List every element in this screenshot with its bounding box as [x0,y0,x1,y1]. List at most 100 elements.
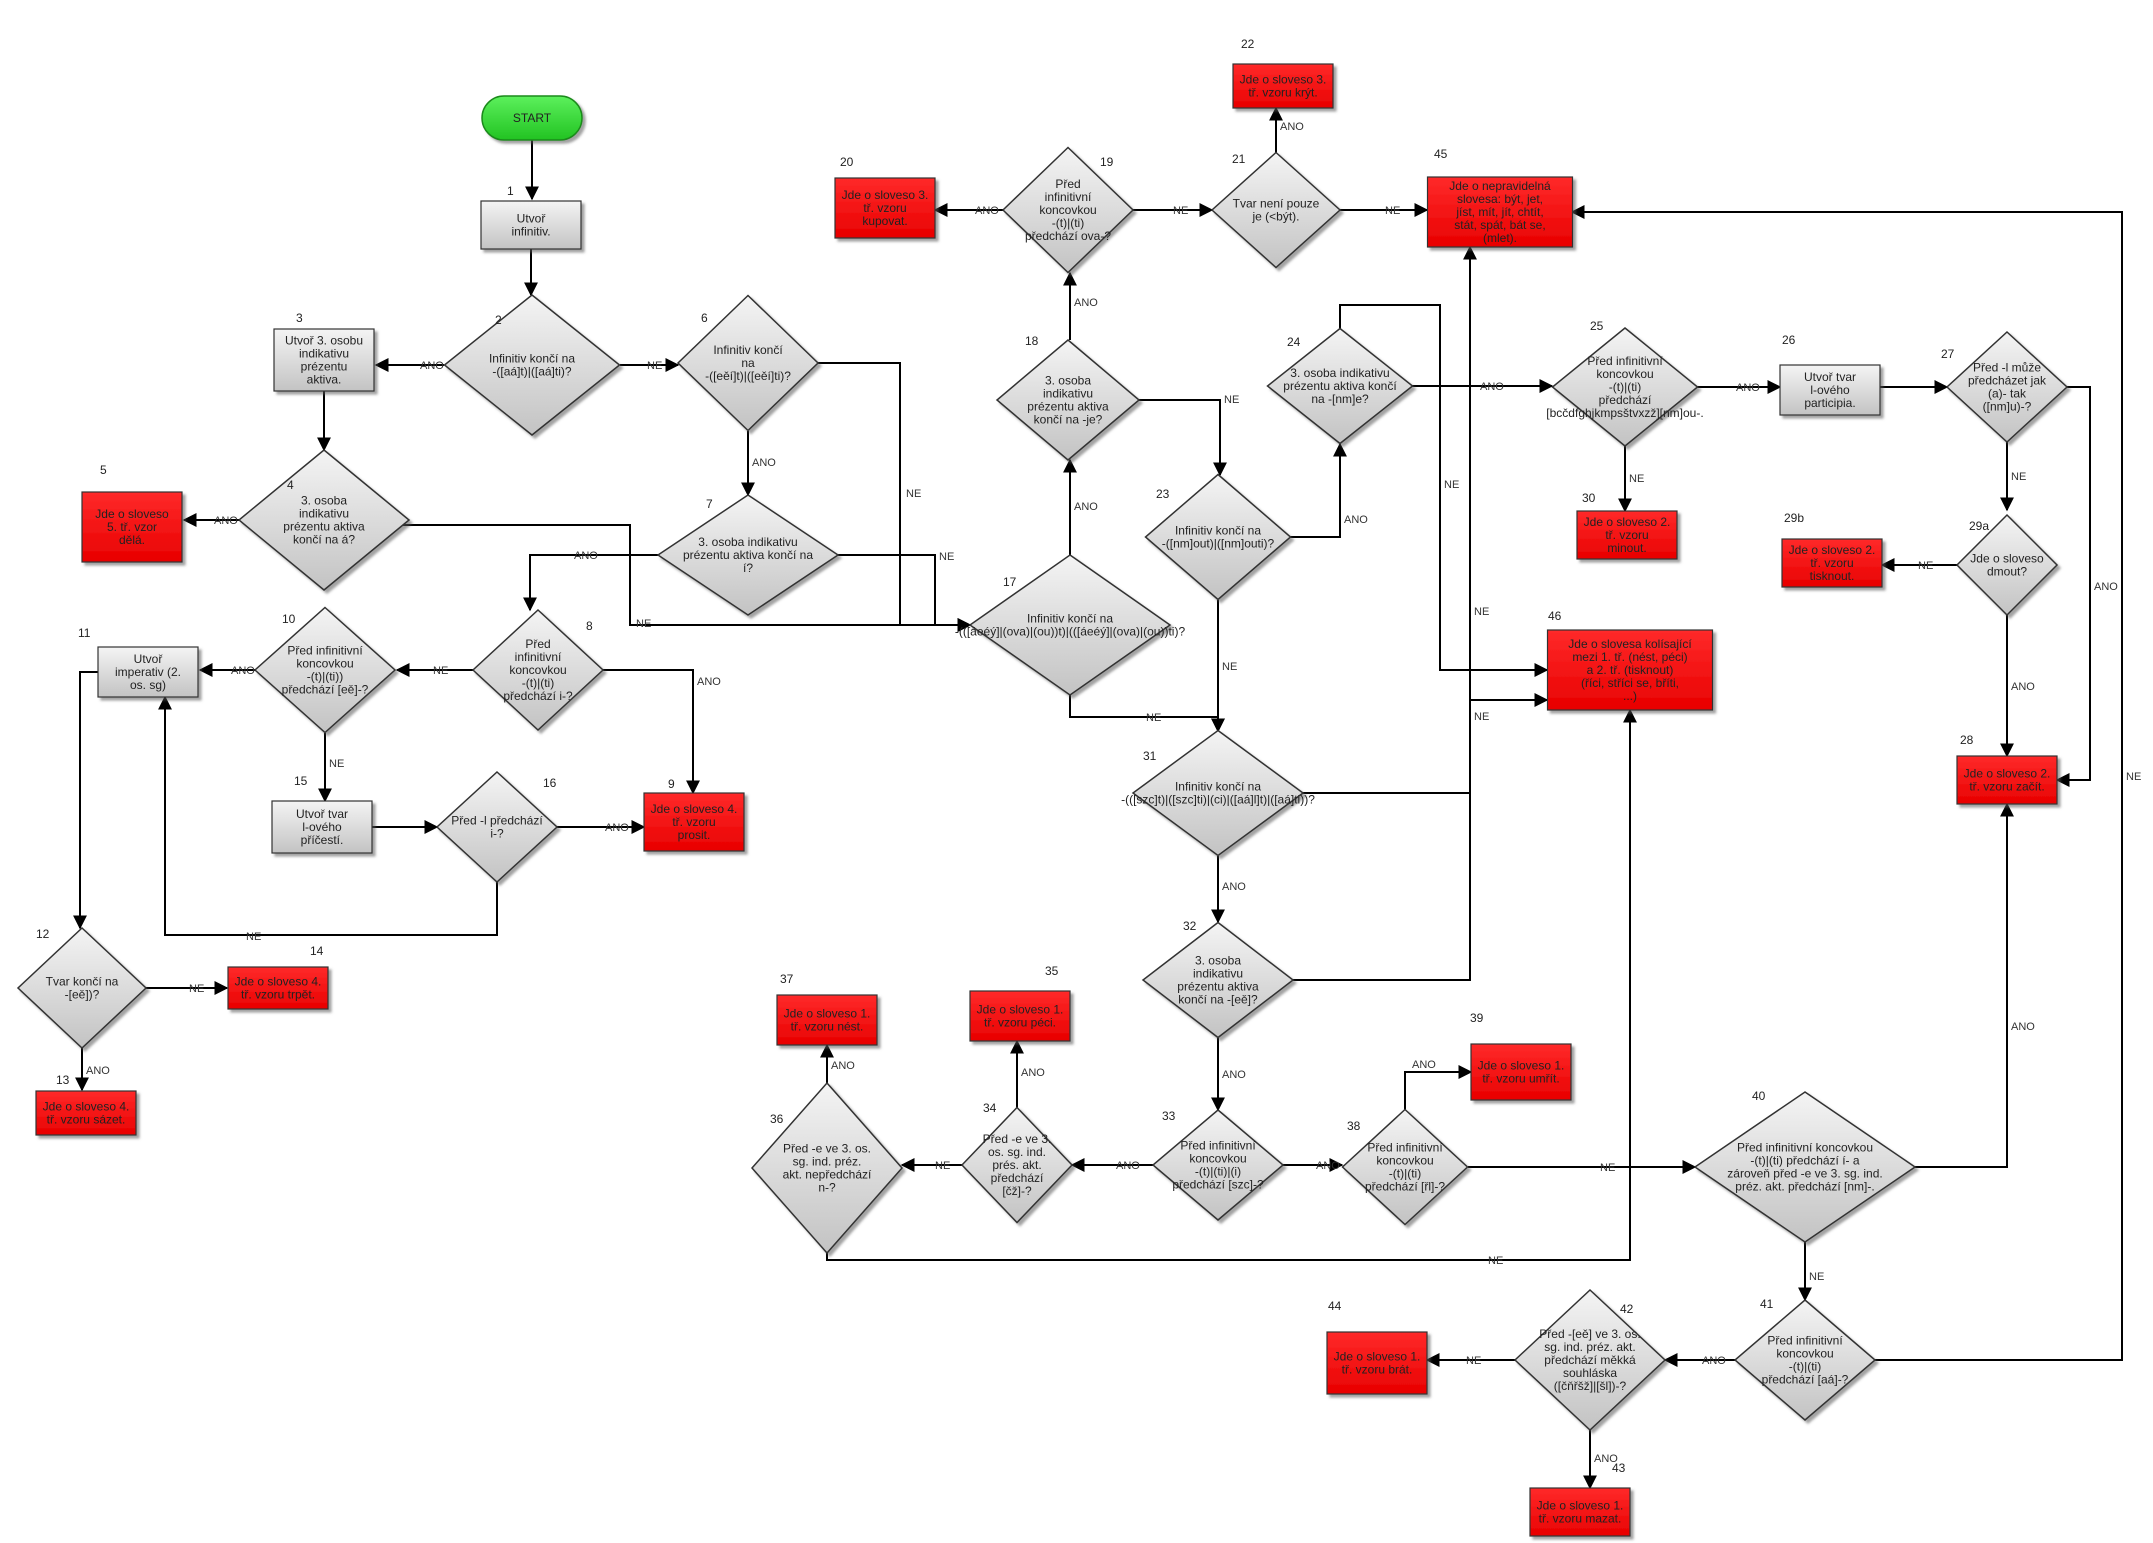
node-number: 5 [100,463,107,477]
edge-label-ne: NE [906,488,921,500]
node-number: 31 [1143,749,1157,763]
node-17: Infinitiv končí na-(([áeéý]|(ova)|(ou))t… [955,554,1185,696]
result-box-shape [1326,1331,1428,1395]
edge-arrow [818,362,972,632]
edge-arrow [1570,205,2123,1361]
result-box-shape [969,990,1071,1042]
result-box-shape [1576,510,1678,560]
decision-shape [1955,513,2059,617]
node-number: 3 [296,311,303,325]
edge-arrow [2055,386,2091,787]
edge-label-ne: NE [2126,771,2141,783]
decision-shape [16,926,148,1050]
edge-label-ne: NE [1173,205,1188,217]
decision-shape [1131,729,1305,857]
node-number: 41 [1760,1297,1774,1311]
edge-label-ne: NE [1629,473,1644,485]
node-number: 21 [1232,152,1246,166]
edge-label-ne: NE [189,983,204,995]
edge-label-ano: ANO [1316,1160,1340,1172]
node-31: Infinitiv končí na-(([szc]t)|([szc]ti)|(… [1121,729,1315,857]
decision-shape [750,1081,904,1255]
result-box-shape [1781,538,1883,588]
edge-label-ano: ANO [752,457,776,469]
decision-shape [1693,1091,1917,1243]
node-label: Před -e ve 3.os. sg. ind.prés. akt.předc… [983,1132,1052,1198]
edge-label-ne: NE [1488,1255,1503,1267]
node-label: Jde o sloveso 1.tř. vzoru péci. [977,1003,1064,1030]
edge-arrow [1303,245,1477,794]
decision-shape [1141,921,1295,1039]
edge-arrow [826,708,1637,1261]
edge-label-ano: ANO [1021,1067,1045,1079]
decision-shape [253,606,397,734]
decision-shape [1210,151,1342,269]
node-number: 32 [1183,919,1197,933]
node-43: Jde o sloveso 1.tř. vzoru mazat.43 [1529,1461,1631,1537]
edge-label-ano: ANO [420,360,444,372]
process-box-shape [1779,364,1881,416]
edge-arrow [1293,693,1549,981]
decision-shape [1341,1108,1469,1226]
node-40: Před infinitivní koncovkou-(t)|(ti) před… [1693,1089,1917,1243]
edge-arrow [1139,399,1227,477]
decision-shape [1001,146,1135,274]
node-36: Před -e ve 3. os.sg. ind. préz.akt. nepř… [750,1081,904,1255]
node-35: Jde o sloveso 1.tř. vzoru péci.35 [969,964,1071,1042]
node-number: 6 [701,311,708,325]
result-box-shape [35,1090,137,1136]
edge-label-ne: NE [329,758,344,770]
decision-shape [1551,327,1699,447]
node-2: Infinitiv končí na-([aá]t)|([aá]ti)?2 [443,294,621,436]
edge-label-ano: ANO [605,822,629,834]
node-28: Jde o sloveso 2.tř. vzoru začít.28 [1956,733,2058,805]
edge-label-ano: ANO [697,676,721,688]
node-number: 9 [668,777,675,791]
edge-arrow [603,669,700,795]
edge-label-ne: NE [1466,1355,1481,1367]
edge-label-ano: ANO [1344,514,1368,526]
edge-label-ano: ANO [1074,501,1098,513]
node-label: Před infinitivní koncovkou-(t)|(ti) před… [1727,1141,1882,1194]
edge-arrow [73,671,98,930]
process-box-shape [273,328,375,392]
edge-label-ano: ANO [1702,1355,1726,1367]
result-box-shape [776,994,878,1046]
node-label: Jde o sloveso 4.tř. vzoru sázet. [43,1100,130,1127]
result-box-shape [1956,755,2058,805]
node-number: 2 [495,313,502,327]
node-label: Jde o sloveso 1.tř. vzoru nést. [784,1007,871,1034]
edge-label-ano: ANO [2011,1021,2035,1033]
decision-shape [995,339,1141,461]
result-box-shape [1232,63,1334,109]
node-number: 39 [1470,1011,1484,1025]
node-number: 1 [507,184,514,198]
node-12: Tvar končí na-[eě])?12 [16,926,148,1050]
edge-label-ne: NE [1222,661,1237,673]
result-box-shape [1426,176,1574,248]
edge-label-ne: NE [246,931,261,943]
edge-label-ano: ANO [1412,1059,1436,1071]
node-number: 15 [294,774,308,788]
